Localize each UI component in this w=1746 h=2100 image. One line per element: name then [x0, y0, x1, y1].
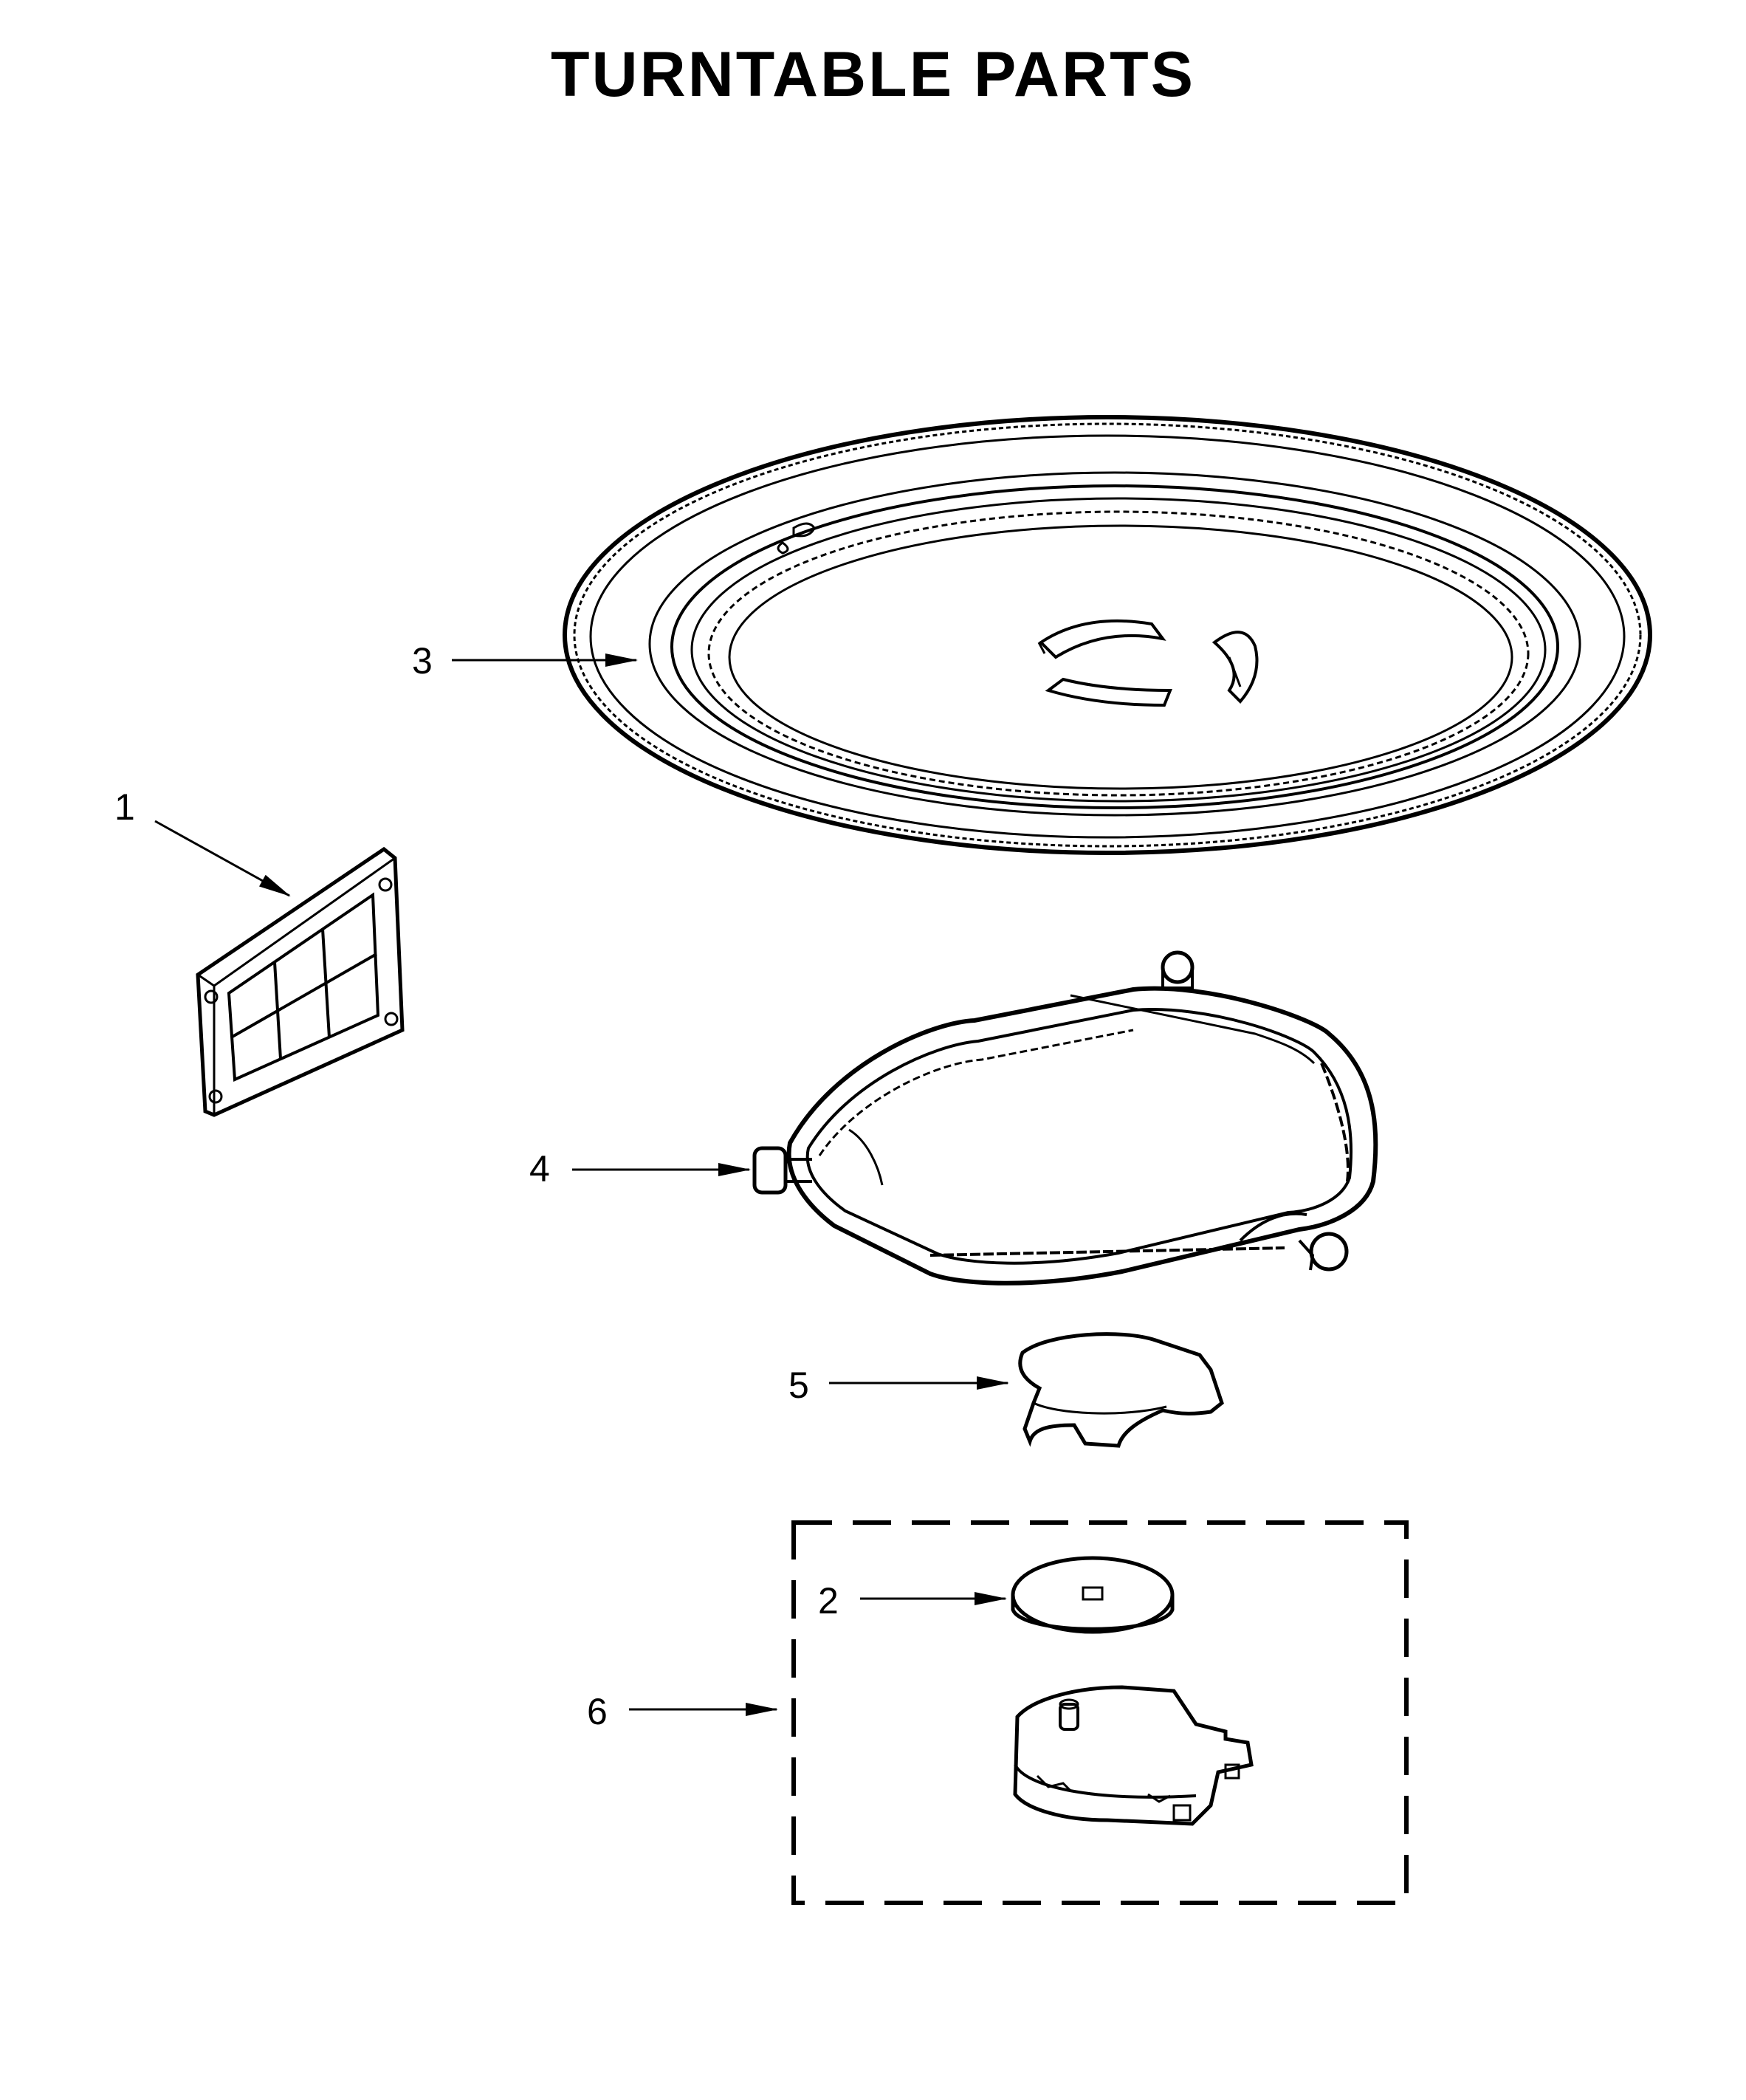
callout-label-4: 4: [529, 1148, 550, 1190]
motor-kit-boundary: [791, 1520, 1409, 1905]
callout-2: 2: [818, 1580, 1007, 1622]
callout-3: 3: [412, 640, 638, 682]
drive-disc: [1011, 1556, 1175, 1634]
roller-support: [752, 950, 1378, 1286]
callout-6: 6: [587, 1691, 778, 1732]
callout-label-2: 2: [818, 1580, 839, 1622]
turntable-tray: [563, 415, 1652, 855]
callout-label-6: 6: [587, 1691, 608, 1732]
callout-label-5: 5: [788, 1365, 809, 1406]
page-title: TURNTABLE PARTS: [550, 39, 1196, 110]
callout-label-1: 1: [114, 786, 135, 828]
callout-label-3: 3: [412, 640, 433, 682]
waveguide-cover: [196, 846, 405, 1117]
turntable-motor: [1013, 1685, 1254, 1826]
callout-5: 5: [788, 1365, 1009, 1406]
coupler: [1018, 1332, 1224, 1448]
callout-4: 4: [529, 1148, 751, 1190]
callout-1: 1: [114, 786, 291, 897]
